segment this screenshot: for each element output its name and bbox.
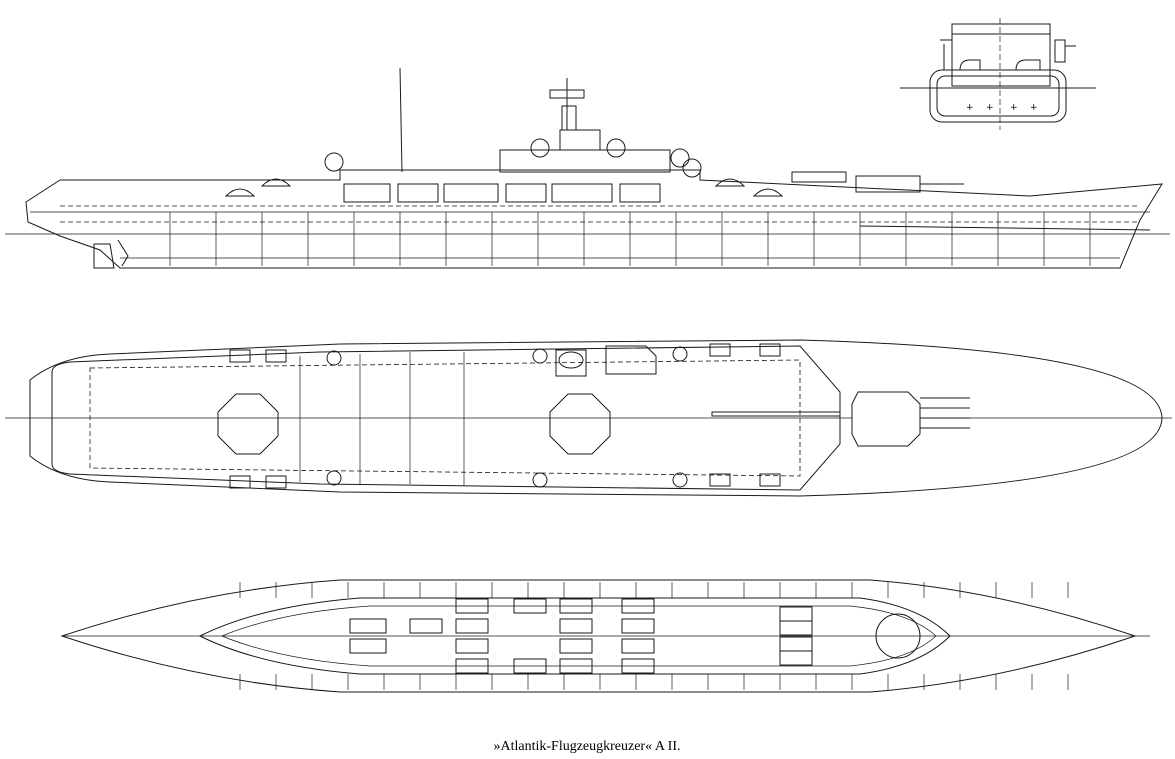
svg-text:+: +: [966, 103, 974, 113]
svg-text:+: +: [986, 103, 994, 113]
cross-section-view: + + + +: [900, 18, 1096, 130]
svg-text:+: +: [1030, 103, 1038, 113]
hangar-plan-view: [60, 579, 1150, 693]
svg-text:+: +: [1010, 103, 1018, 113]
drawing-caption: »Atlantik-Flugzeugkreuzer« A II.: [493, 739, 680, 754]
side-profile-view: [5, 67, 1170, 269]
plan-view: [5, 339, 1172, 497]
